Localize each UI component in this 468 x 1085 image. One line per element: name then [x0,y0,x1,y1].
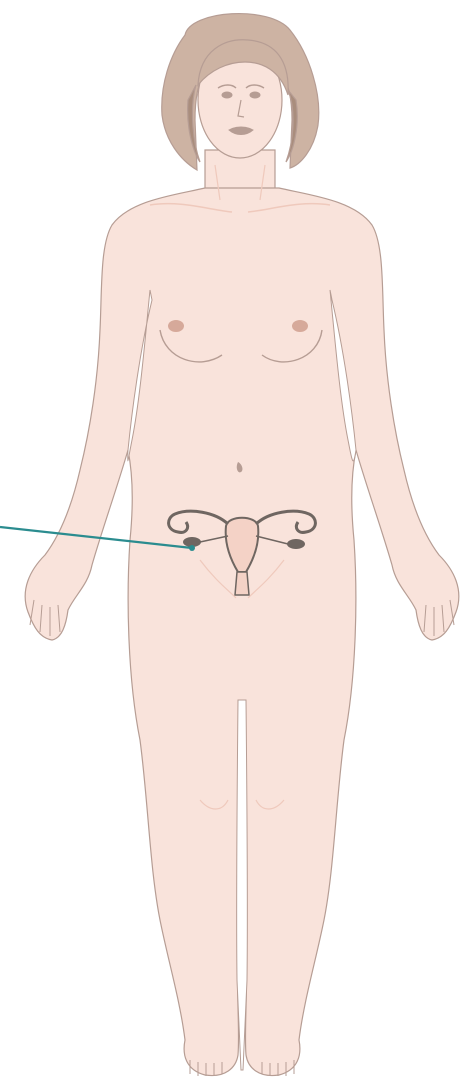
leader-line-dot [189,545,195,551]
leg-gap [237,700,248,1070]
ovary-right [287,539,305,549]
areola-right [292,320,308,332]
cervix-vagina [235,572,249,595]
areola-left [168,320,184,332]
